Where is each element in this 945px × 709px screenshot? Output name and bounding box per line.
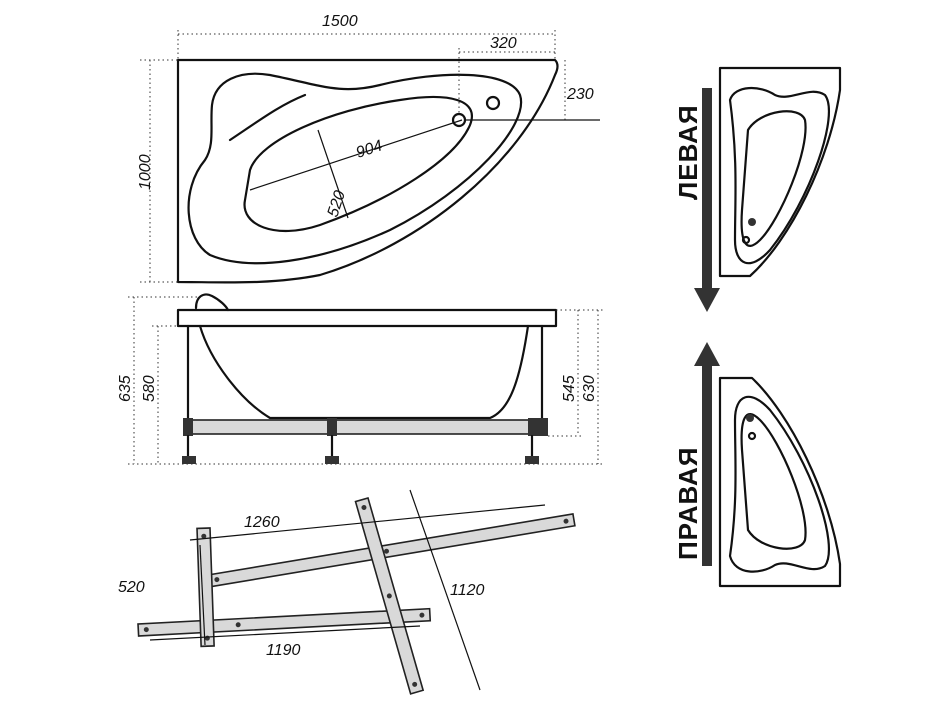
left-tub-outline xyxy=(718,66,842,278)
foot-pad-middle xyxy=(325,456,339,464)
leg-foot-right xyxy=(528,418,538,436)
top-view-basin xyxy=(243,95,473,233)
right-arrow-up-icon xyxy=(694,342,720,366)
depth-label: 1000 xyxy=(137,154,154,190)
front-view: 635 580 545 630 xyxy=(117,293,604,465)
drain-depth-label: 230 xyxy=(566,86,594,103)
orientation-left: ЛЕВАЯ xyxy=(673,66,842,312)
frame-width-label: 520 xyxy=(118,579,145,596)
left-arrow-shaft xyxy=(702,88,712,288)
left-overflow-icon xyxy=(741,235,751,245)
right-arrow-shaft xyxy=(702,366,712,566)
foot-pad-right xyxy=(525,456,539,464)
right-overflow-icon xyxy=(747,431,757,441)
frame-base-beam xyxy=(184,419,548,435)
frame-width-dim-line xyxy=(199,544,206,646)
tub-rim xyxy=(176,308,558,328)
right-tub-outline xyxy=(718,376,842,588)
top-view: 1500 320 230 1000 904 520 xyxy=(137,13,600,284)
right-orientation-label: ПРАВАЯ xyxy=(673,447,703,560)
total-height-label: 635 xyxy=(117,375,134,402)
top-view-rim xyxy=(187,72,523,265)
leg-foot-right-outer xyxy=(538,418,548,436)
frame-view: 1260 520 1120 1190 xyxy=(118,489,576,695)
length-b-dim-line xyxy=(149,625,421,641)
length-a-dim-line xyxy=(189,504,546,541)
frame-beam-diagonal xyxy=(354,497,425,695)
right-tub-rim xyxy=(728,395,830,573)
basin-width-axis xyxy=(317,129,349,219)
left-orientation-label: ЛЕВАЯ xyxy=(673,104,703,200)
drain-offset-label: 320 xyxy=(490,35,517,52)
drain-icon xyxy=(451,112,467,128)
left-drain-icon xyxy=(748,218,756,226)
length-c-label: 1120 xyxy=(450,582,485,599)
length-a-label: 1260 xyxy=(244,514,280,531)
rim-height-label: 545 xyxy=(561,375,578,402)
leg-foot-middle xyxy=(327,418,337,436)
length-c-dim-line xyxy=(409,489,481,691)
basin-length-label: 904 xyxy=(354,137,385,161)
left-arrow-down-icon xyxy=(694,288,720,312)
basin-length-axis xyxy=(249,119,463,191)
orientation-right: ПРАВАЯ xyxy=(673,342,842,588)
headrest-outline xyxy=(194,293,230,312)
top-view-outline xyxy=(176,58,559,284)
tub-height-label: 580 xyxy=(141,375,158,402)
top-view-armrest-line xyxy=(228,93,307,142)
left-tub-rim xyxy=(728,87,830,265)
right-drain-icon xyxy=(746,414,754,422)
frame-beam-lower xyxy=(137,607,432,637)
foot-pad-left xyxy=(182,456,196,464)
right-tub-basin xyxy=(740,413,807,550)
overflow-icon xyxy=(485,95,501,111)
tub-body xyxy=(198,324,530,420)
leg-foot-left xyxy=(183,418,193,436)
frame-height-label: 630 xyxy=(581,375,598,402)
length-b-label: 1190 xyxy=(266,642,301,659)
width-label: 1500 xyxy=(322,13,358,30)
